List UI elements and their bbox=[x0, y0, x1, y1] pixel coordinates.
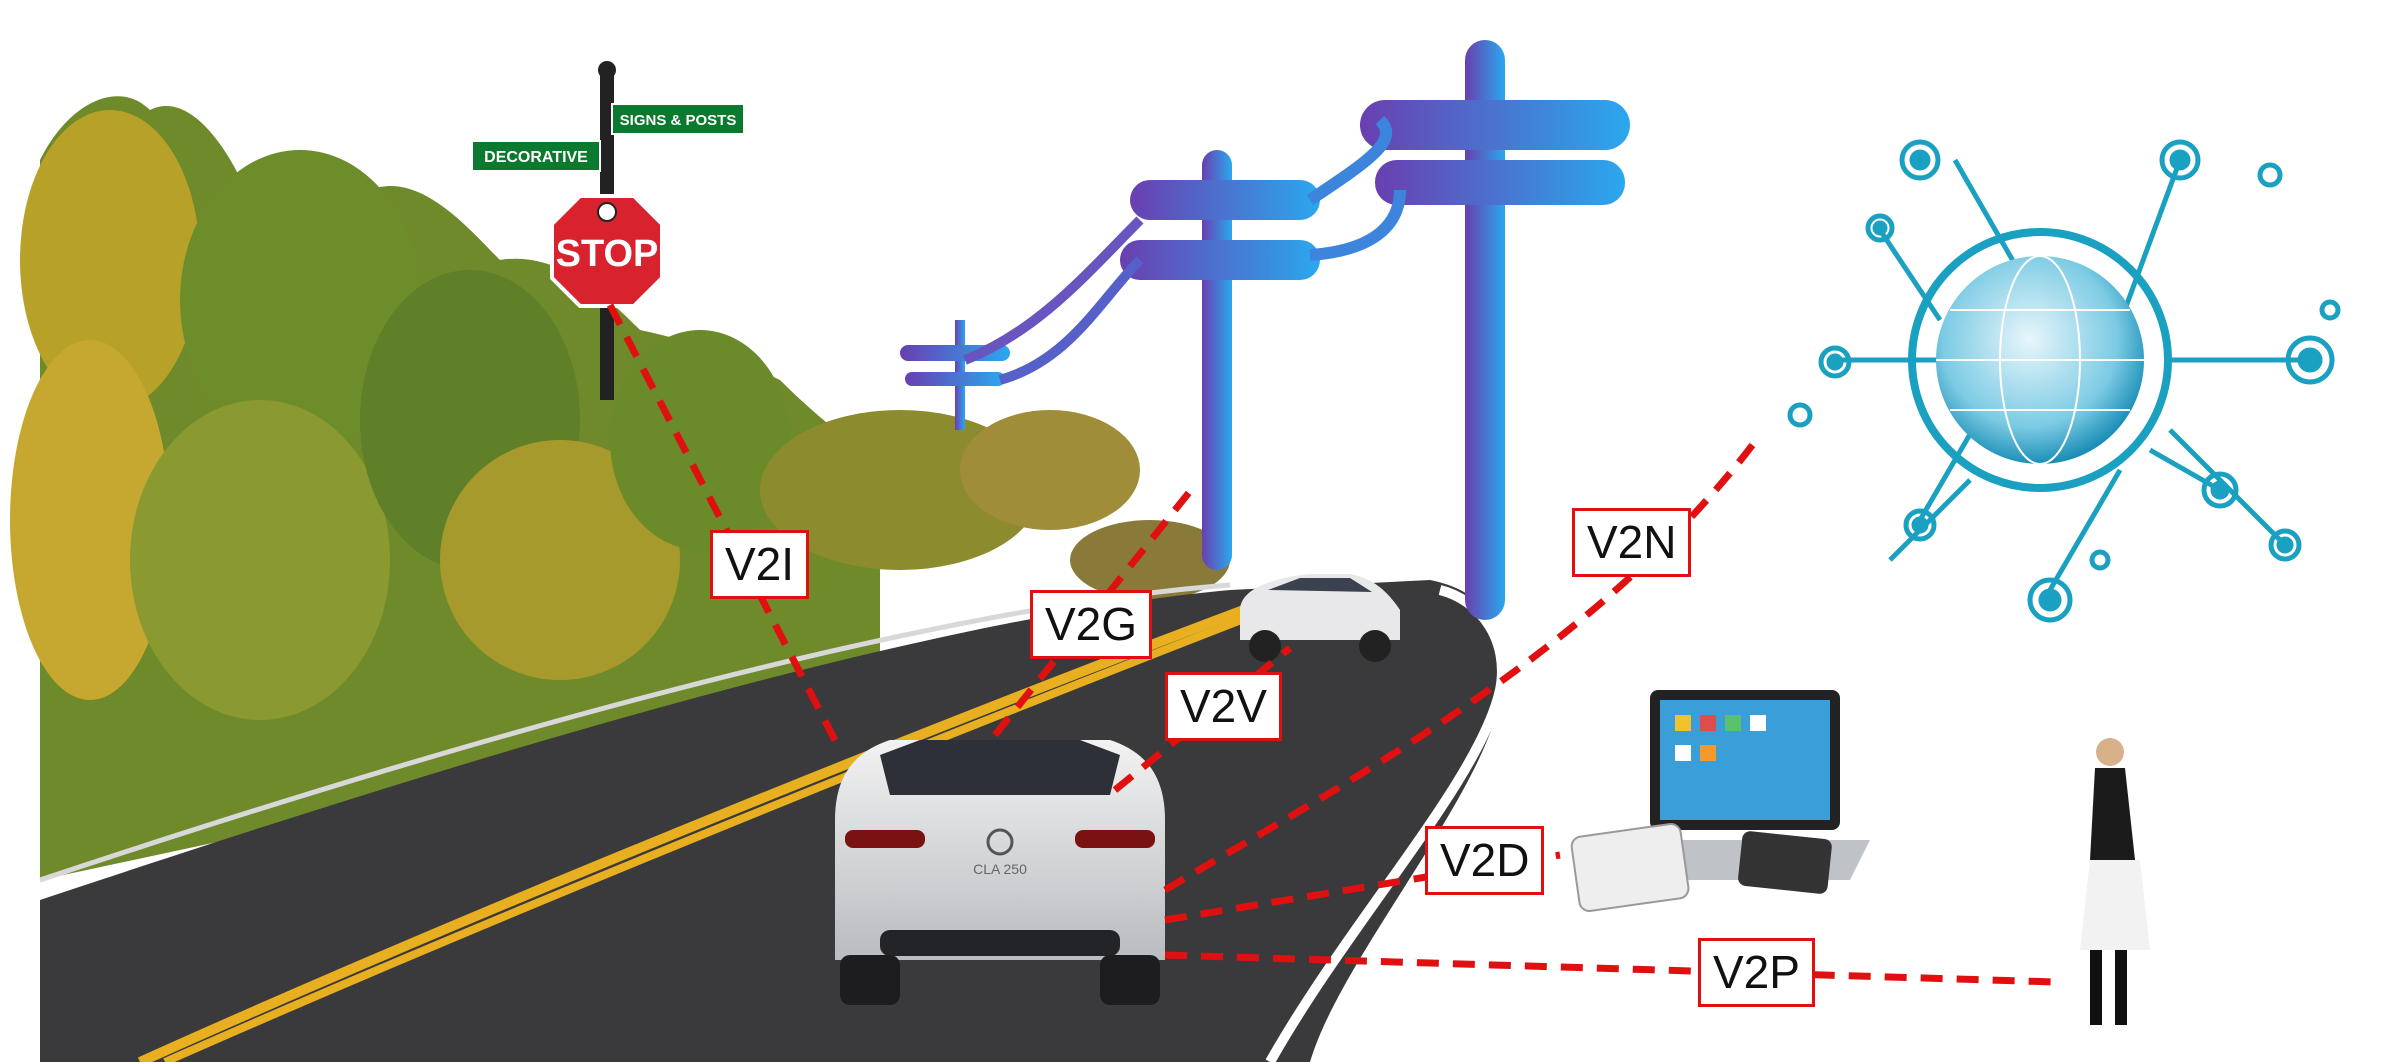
line-v2p bbox=[1164, 951, 2056, 986]
street-sign-upper-text: SIGNS & POSTS bbox=[620, 112, 737, 129]
devices bbox=[1570, 690, 1870, 912]
main-car: CLA 250 bbox=[835, 740, 1165, 1005]
car-badge: CLA 250 bbox=[973, 861, 1027, 877]
street-sign-upper bbox=[611, 103, 745, 135]
label-v2p: V2P bbox=[1698, 938, 1815, 1007]
stop-sign bbox=[550, 194, 664, 308]
stop-sign-post: SIGNS & POSTS DECORATIVE STOP bbox=[471, 61, 745, 400]
street-sign-lower bbox=[471, 140, 601, 172]
other-vehicle bbox=[1240, 574, 1400, 662]
label-v2g: V2G bbox=[1030, 590, 1153, 659]
network bbox=[1787, 139, 2341, 623]
forest bbox=[10, 96, 1230, 881]
label-v2v: V2V bbox=[1165, 672, 1282, 741]
label-v2n: V2N bbox=[1572, 508, 1692, 577]
line-v2i bbox=[606, 303, 844, 752]
stop-sign-text: STOP bbox=[556, 233, 659, 275]
label-v2i: V2I bbox=[710, 530, 810, 599]
pedestrian bbox=[2080, 738, 2150, 1025]
label-v2d: V2D bbox=[1425, 826, 1545, 895]
line-v2n bbox=[1163, 432, 1763, 894]
street-sign-lower-text: DECORATIVE bbox=[484, 149, 588, 166]
power-grid bbox=[900, 40, 1630, 620]
